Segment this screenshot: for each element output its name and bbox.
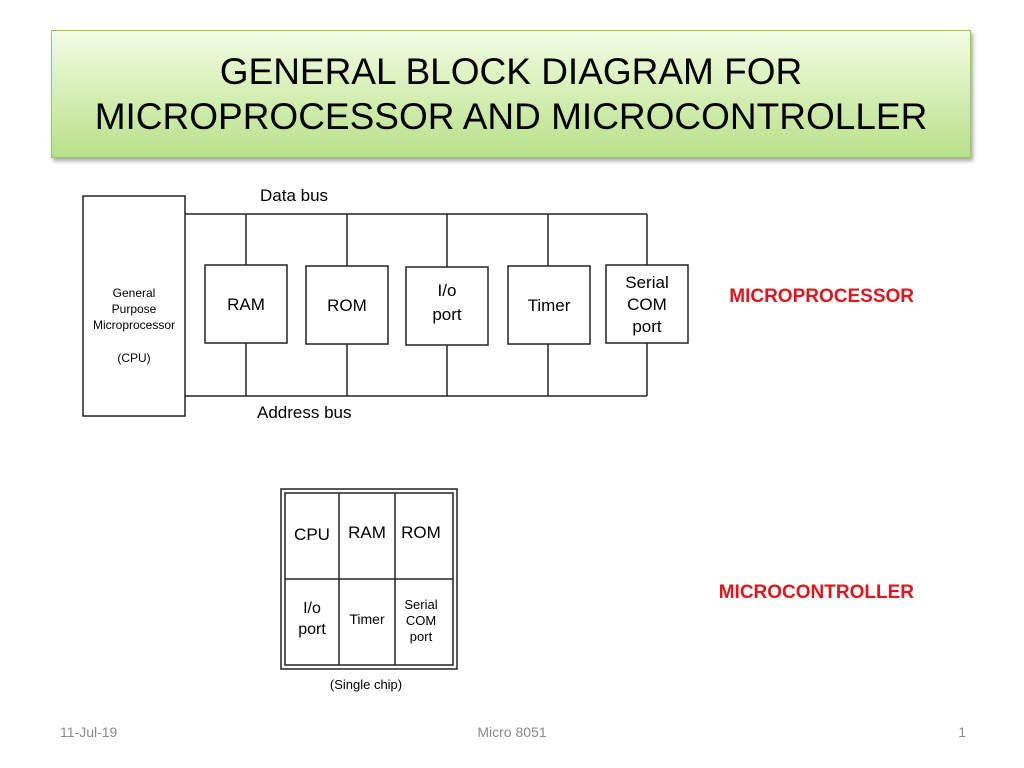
cpu-box bbox=[82, 195, 186, 417]
data-bus-label: Data bus bbox=[260, 186, 328, 205]
chip-cell-io-1: I/o bbox=[303, 600, 321, 617]
chip-cell-timer: Timer bbox=[349, 611, 385, 627]
bus-connectors bbox=[245, 214, 648, 396]
block-timer-label: Timer bbox=[528, 296, 571, 315]
microprocessor-label: MICROPROCESSOR bbox=[729, 286, 914, 307]
chip-cell-serial-1: Serial bbox=[404, 597, 437, 612]
title-line-2: MICROPROCESSOR AND MICROCONTROLLER bbox=[94, 96, 928, 137]
block-serial-label-1: Serial bbox=[625, 273, 668, 292]
block-timer bbox=[507, 265, 591, 345]
block-rom bbox=[305, 265, 389, 345]
chip-cell-io-2: port bbox=[298, 621, 326, 638]
block-io-label-2: port bbox=[432, 305, 462, 324]
cpu-text-2: Purpose bbox=[112, 302, 157, 316]
slide-title: GENERAL BLOCK DIAGRAM FOR MICROPROCESSOR… bbox=[51, 30, 971, 158]
cpu-text-3: Microprocessor bbox=[93, 318, 175, 332]
block-rom-label: ROM bbox=[327, 296, 367, 315]
slide-number: 1 bbox=[958, 724, 966, 740]
chip-cell-serial-2: COM bbox=[406, 613, 436, 628]
block-io-label-1: I/o bbox=[438, 281, 457, 300]
chip-cell-serial-3: port bbox=[410, 629, 433, 644]
block-ram bbox=[204, 264, 288, 344]
block-io-port bbox=[405, 266, 489, 346]
chip-cell-ram: RAM bbox=[348, 523, 386, 542]
block-serial-label-3: port bbox=[632, 317, 662, 336]
cpu-text-4: (CPU) bbox=[117, 351, 150, 365]
microcontroller-label: MICROCONTROLLER bbox=[718, 582, 914, 603]
title-line-1: GENERAL BLOCK DIAGRAM FOR bbox=[219, 50, 803, 92]
cpu-text-1: General bbox=[113, 286, 156, 300]
address-bus-label: Address bus bbox=[257, 403, 352, 422]
chip-cell-rom: ROM bbox=[401, 523, 441, 542]
block-ram-label: RAM bbox=[227, 295, 265, 314]
chip-caption: (Single chip) bbox=[330, 677, 402, 692]
block-serial-label-2: COM bbox=[627, 295, 667, 314]
block-serial-com-port bbox=[605, 264, 689, 344]
footer-date: 11-Jul-19 bbox=[60, 724, 118, 740]
footer-title: Micro 8051 bbox=[477, 724, 547, 740]
chip-cell-cpu: CPU bbox=[294, 525, 330, 544]
